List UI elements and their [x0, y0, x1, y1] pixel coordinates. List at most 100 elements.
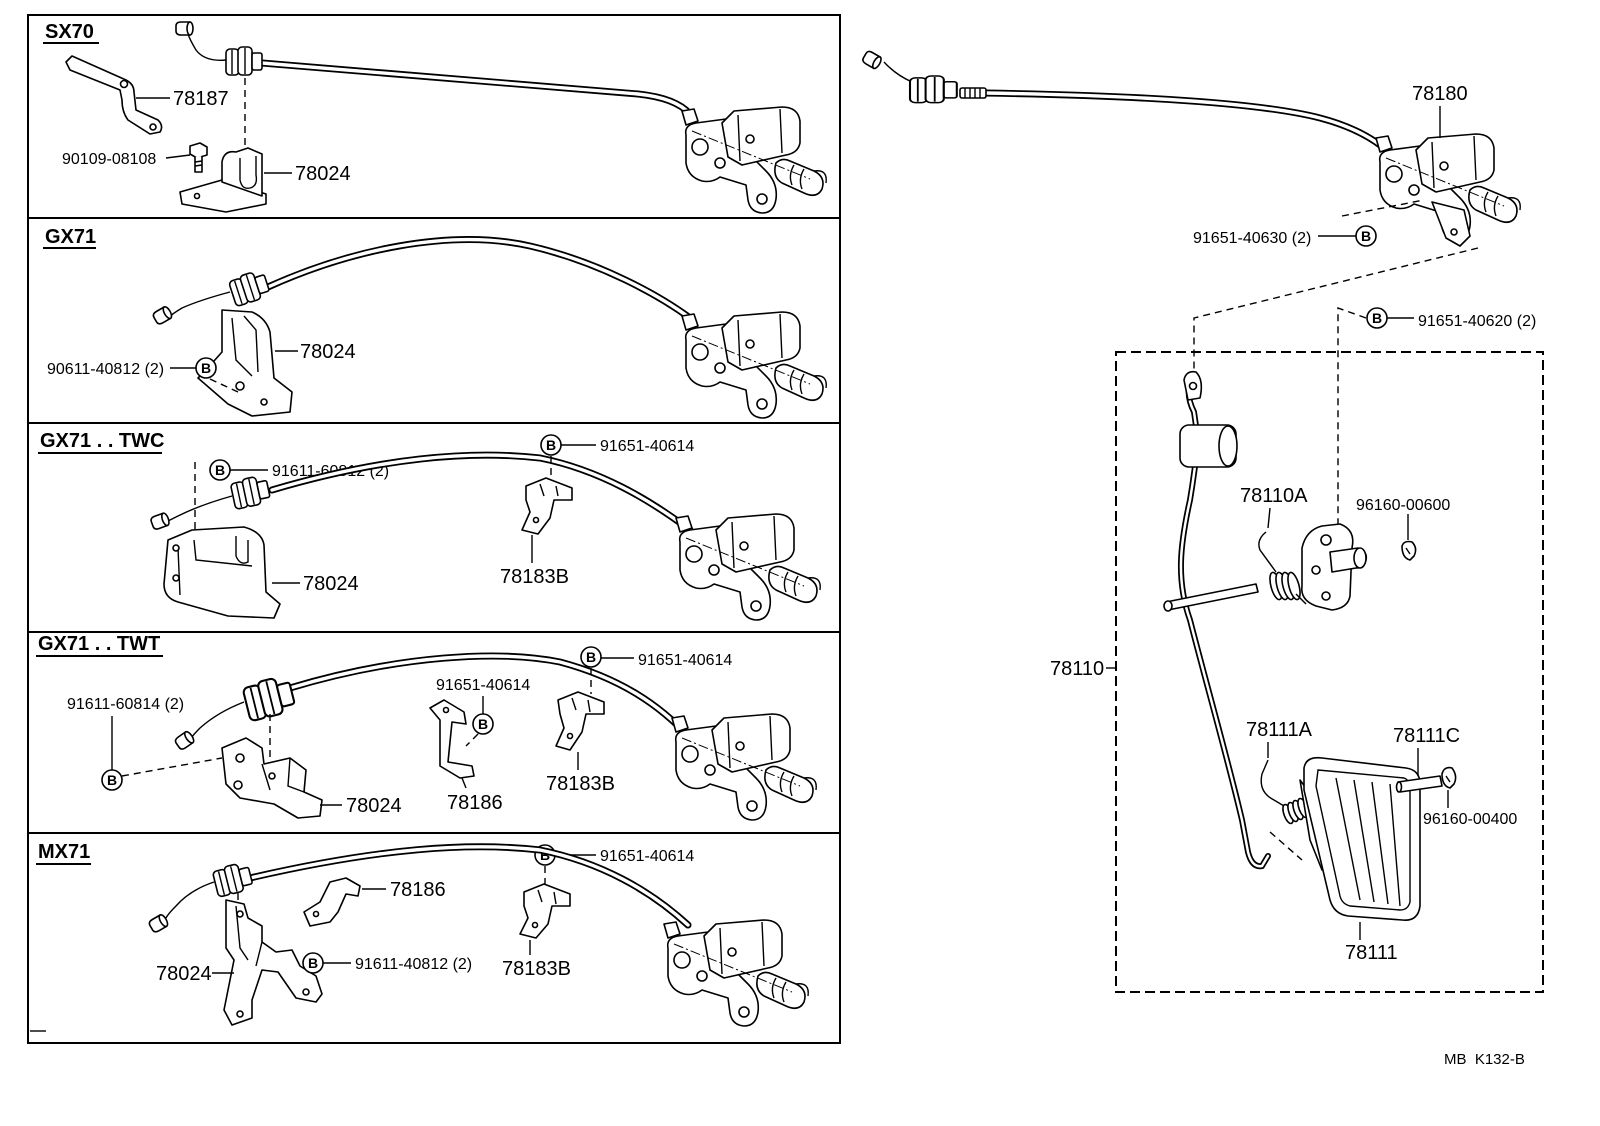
part-96160-00600-clip: [1401, 540, 1417, 561]
bolt-icon: [189, 142, 208, 173]
cable-terminal: [860, 49, 884, 71]
assembly-line: [209, 378, 239, 393]
callout-label: 78187: [173, 88, 229, 110]
leader-line: [461, 777, 467, 789]
callout-label: 78111A: [1246, 719, 1313, 741]
b-marker: B: [540, 434, 562, 456]
throttle-linkage: [675, 513, 822, 621]
svg-text:B: B: [546, 437, 556, 453]
callout-label: 78183B: [546, 773, 615, 795]
callout-label: 78024: [300, 341, 356, 363]
throttle-cable: [147, 843, 692, 935]
part-78024-cable-support: [221, 737, 323, 819]
throttle-cable: [151, 236, 694, 327]
variants-frame: [27, 14, 841, 1044]
callout-label: 78186: [390, 879, 446, 901]
part-78024-cable-support: [179, 147, 267, 213]
leader-line: [165, 154, 191, 159]
callout-label: 90611-40812 (2): [47, 361, 164, 378]
assembly-line: [1193, 247, 1479, 378]
assembly-line: [1269, 831, 1303, 861]
cable-nuts: [211, 860, 255, 898]
cable-nuts: [229, 473, 272, 511]
diagram-code: MB K132-B: [1444, 1051, 1525, 1068]
part-96160-00400-clip: [1441, 766, 1457, 789]
callout-label: 91651-40614: [638, 652, 732, 669]
b-marker: B: [472, 713, 494, 735]
callout-label: 91651-40614: [600, 848, 694, 865]
cable-nuts: [225, 46, 263, 76]
cable-nuts: [227, 268, 272, 308]
part-78111-pedal-pad: [1299, 756, 1421, 922]
callout-label: 78180: [1412, 83, 1468, 105]
part-78180-cable: [860, 49, 1396, 159]
cable-terminal: [147, 912, 171, 935]
callout-label: 91651-40620 (2): [1418, 313, 1536, 330]
variant-gx71: GX71 78024 90611-40812 (2) B: [43, 226, 828, 419]
svg-text:B: B: [201, 360, 211, 376]
callout-label: 78024: [303, 573, 359, 595]
throttle-cable: [175, 21, 694, 118]
cable-terminal: [151, 304, 175, 327]
part-78187-bracket: [65, 55, 163, 135]
svg-text:B: B: [540, 847, 550, 863]
assembly-line: [465, 733, 479, 747]
svg-text:B: B: [215, 462, 225, 478]
variant-title: SX70: [45, 21, 94, 43]
variant-title: GX71: [45, 226, 96, 248]
callout-label: 96160-00400: [1423, 811, 1517, 828]
part-78110a-spring: [1258, 531, 1307, 605]
part-78183b-clip: [521, 477, 573, 535]
cable-nuts: [240, 673, 298, 723]
pedal-pivot-bracket: [1300, 523, 1368, 611]
part-78024-cable-support: [197, 309, 293, 417]
b-marker: B: [580, 646, 602, 668]
callout-label: 78183B: [502, 958, 571, 980]
leader-line: [1267, 507, 1271, 529]
throttle-linkage: [663, 919, 810, 1027]
callout-label: 91651-40614: [436, 677, 530, 694]
variant-title: GX71 . . TWC: [40, 430, 164, 452]
variant-gx71-twc: GX71 . . TWC B 91651-40614 B 91611-60812…: [38, 430, 822, 621]
main-assembly: 78180 91651-40630 (2) B B 91651-40620 (2…: [860, 49, 1544, 993]
throttle-linkage: [681, 311, 828, 419]
callout-label: 78024: [156, 963, 212, 985]
callout-label: 91611-40812 (2): [355, 956, 472, 973]
variant-title: GX71 . . TWT: [38, 633, 160, 655]
svg-text:B: B: [586, 649, 596, 665]
cable-nuts: [908, 74, 958, 104]
part-78111c-pin: [1395, 775, 1443, 793]
callout-label: 96160-00600: [1356, 497, 1450, 514]
linkage-bracket: [1431, 201, 1471, 247]
assembly-line: [1341, 199, 1425, 217]
svg-text:B: B: [1361, 228, 1371, 244]
part-78186-bracket: [429, 699, 475, 779]
part-78186-bracket: [303, 877, 361, 927]
cable-terminal: [175, 21, 194, 36]
b-marker: B: [1355, 225, 1377, 247]
callout-label: 78024: [346, 795, 402, 817]
throttle-linkage: [671, 713, 818, 821]
svg-text:B: B: [478, 716, 488, 732]
callout-label: 91651-40614: [600, 438, 694, 455]
callout-label: 78024: [295, 163, 351, 185]
throttle-cable: [149, 451, 694, 534]
callout-label: 91611-60814 (2): [67, 696, 184, 713]
part-78183b-clip: [519, 883, 571, 939]
part-78024-cable-support: [163, 526, 281, 619]
cable-terminal: [173, 729, 197, 752]
svg-text:B: B: [1372, 310, 1382, 326]
callout-label: 78110A: [1240, 485, 1308, 507]
callout-label: 78111: [1345, 942, 1398, 964]
pedal-assembly-box: [1115, 351, 1544, 993]
b-marker: B: [1366, 307, 1388, 329]
pedal-arm: [1163, 370, 1271, 870]
variant-gx71-twt: GX71 . . TWT B 91651-40614 91611-60814 (…: [36, 633, 818, 821]
callout-label: 78183B: [500, 566, 569, 588]
part-78183b-clip: [555, 691, 605, 751]
svg-text:B: B: [107, 772, 117, 788]
throttle-cable: [173, 652, 694, 752]
variant-sx70: SX70 78187 90109-08108: [43, 21, 828, 214]
svg-text:B: B: [308, 955, 318, 971]
